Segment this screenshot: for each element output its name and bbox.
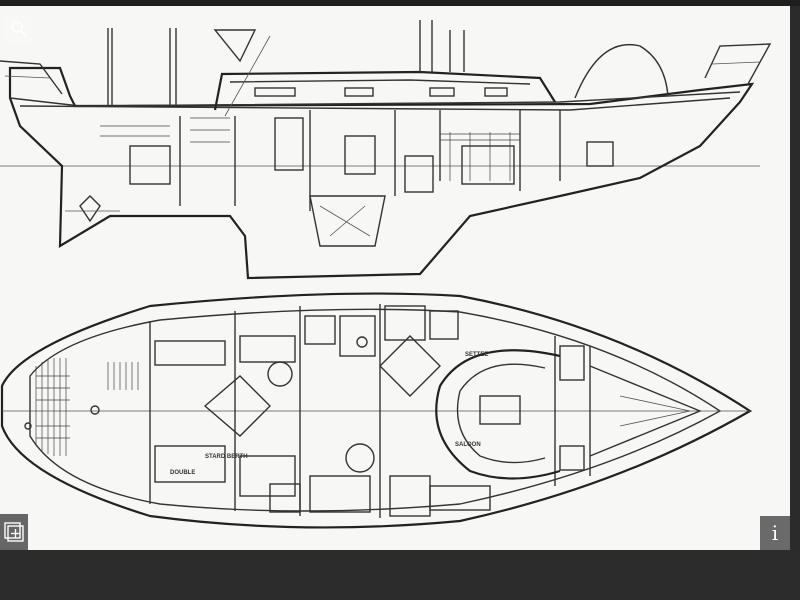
plan-view: SALOON DOUBLE SETTEE STARD BERTH <box>0 292 753 529</box>
boat-drawing: SALOON DOUBLE SETTEE STARD BERTH <box>0 20 772 529</box>
settee-label: SETTEE <box>465 352 488 358</box>
expand-button[interactable] <box>0 514 28 550</box>
saloon-label: SALOON <box>455 442 481 448</box>
strd-berth-label: STARD BERTH <box>205 454 248 460</box>
image-viewer: SALOON DOUBLE SETTEE STARD BERTH i <box>0 6 800 550</box>
bottom-bar <box>0 550 800 600</box>
zoom-button[interactable] <box>4 14 34 44</box>
info-button[interactable]: i <box>760 516 790 550</box>
top-bar <box>0 0 800 6</box>
double-label: DOUBLE <box>170 470 195 476</box>
profile-view <box>0 20 772 280</box>
plus-square-icon <box>4 522 24 542</box>
magnifier-icon <box>11 21 27 37</box>
info-icon: i <box>771 521 779 545</box>
boat-plan-image: SALOON DOUBLE SETTEE STARD BERTH i <box>0 6 790 550</box>
